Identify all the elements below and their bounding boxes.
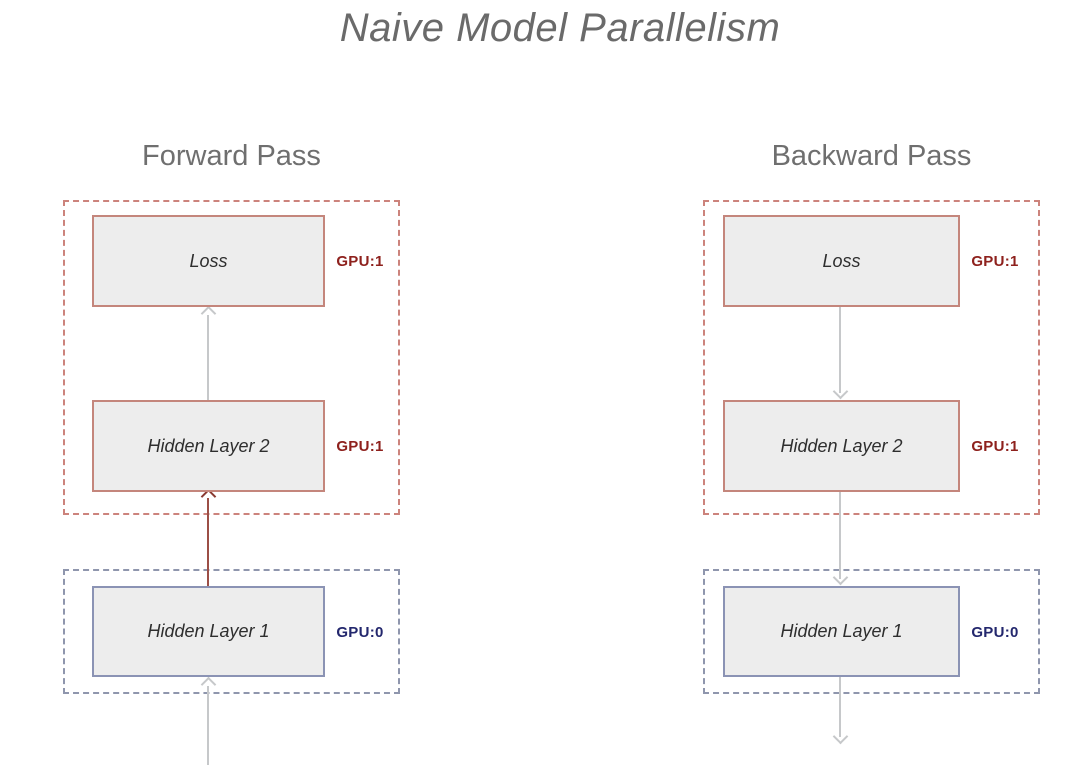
backward-hidden-layer-1-label: Hidden Layer 1 [780, 621, 903, 641]
forward-hidden-layer-1-label: Hidden Layer 1 [147, 621, 270, 641]
forward-hidden-layer-2-box: Hidden Layer 2 [92, 400, 325, 492]
forward-loss-label: Loss [189, 250, 228, 271]
arrowhead-down-icon [832, 728, 849, 745]
backward-loss-box: Loss [723, 215, 960, 307]
forward-arrow-input-to-hl1-line [207, 686, 209, 765]
forward-arrow-hl2-to-loss-line [207, 315, 209, 400]
forward-gpu1-group-border [63, 200, 400, 515]
backward-pass-heading: Backward Pass [771, 140, 972, 172]
diagram-title: Naive Model Parallelism [339, 6, 781, 50]
forward-loss-gpu-badge: GPU:1 [336, 253, 384, 270]
backward-hidden-layer-1-gpu-badge: GPU:0 [971, 624, 1019, 641]
backward-loss-label: Loss [822, 250, 861, 271]
backward-hidden-layer-1-box: Hidden Layer 1 [723, 586, 960, 677]
forward-arrow-hl1-to-hl2-line [207, 498, 209, 586]
backward-gpu0-group-border [703, 569, 1040, 694]
forward-loss-box: Loss [92, 215, 325, 307]
backward-arrow-hl2-to-hl1-line [839, 492, 841, 579]
backward-gpu1-group-border [703, 200, 1040, 515]
backward-hidden-layer-2-label: Hidden Layer 2 [780, 435, 903, 456]
backward-hidden-layer-2-box: Hidden Layer 2 [723, 400, 960, 492]
forward-hidden-layer-1-gpu-badge: GPU:0 [336, 624, 384, 641]
forward-pass-heading: Forward Pass [142, 140, 321, 172]
forward-hidden-layer-2-gpu-badge: GPU:1 [336, 438, 384, 455]
backward-loss-gpu-badge: GPU:1 [971, 253, 1019, 270]
backward-arrow-loss-to-hl2-line [839, 307, 841, 393]
forward-gpu0-group-border [63, 569, 400, 694]
backward-pass-panel: Backward Pass Loss GPU:1 Hidden Layer 2 … [703, 130, 1040, 770]
forward-hidden-layer-1-box: Hidden Layer 1 [92, 586, 325, 677]
backward-arrow-hl1-to-output-line [839, 677, 841, 737]
forward-pass-panel: Forward Pass Loss GPU:1 Hidden Layer 2 G… [63, 130, 400, 770]
backward-hidden-layer-2-gpu-badge: GPU:1 [971, 438, 1019, 455]
forward-hidden-layer-2-label: Hidden Layer 2 [147, 435, 270, 456]
